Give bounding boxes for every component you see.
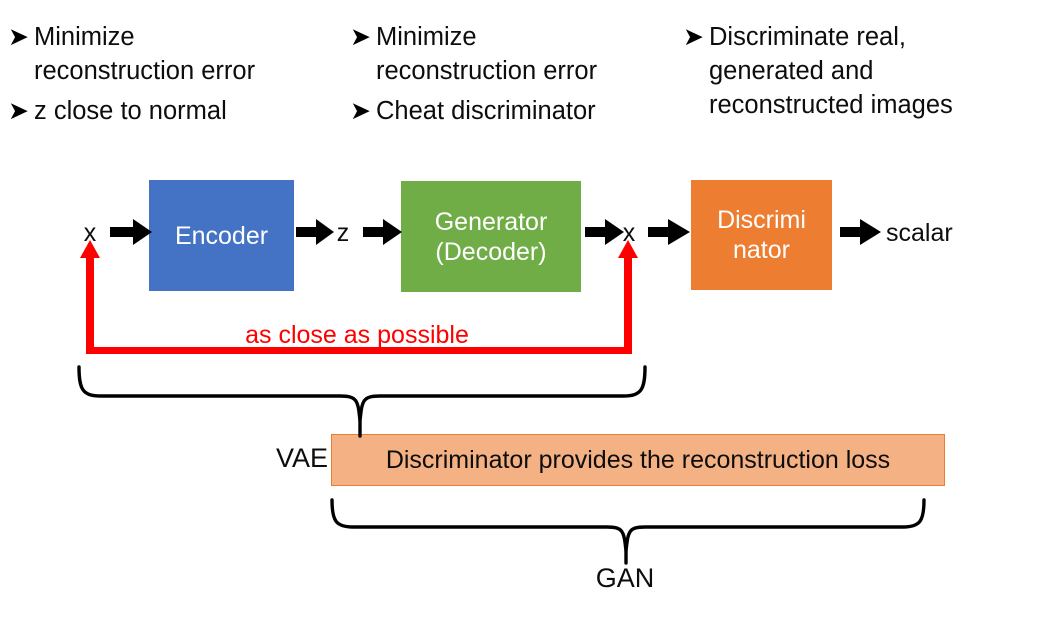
- vae-brace: [77, 365, 647, 438]
- bullet-arrow-icon: ➤: [8, 22, 29, 51]
- gan-brace: [330, 498, 926, 565]
- bullet-arrow-icon: ➤: [350, 22, 371, 51]
- flow-arrow-x-to-encoder: [110, 219, 152, 245]
- label-reconstruction-x: x: [622, 219, 636, 247]
- flow-arrow-z-to-generator: [363, 219, 402, 245]
- bullet-item: ➤ Discriminate real, generated and recon…: [683, 20, 1048, 122]
- node-discriminator[interactable]: Discrimi nator: [691, 180, 832, 290]
- bullet-item: ➤ z close to normal: [8, 94, 348, 128]
- bullet-text: z close to normal: [34, 97, 227, 125]
- flow-arrow-x-to-discriminator: [648, 219, 690, 245]
- bullet-arrow-icon: ➤: [350, 96, 371, 125]
- label-latent-z: z: [336, 219, 350, 247]
- as-close-as-possible-text: as close as possible: [245, 321, 469, 349]
- bullet-group-encoder-objectives: ➤ Minimize reconstruction error ➤ z clos…: [8, 20, 348, 134]
- scope-label-vae: VAE: [275, 443, 328, 473]
- bullet-arrow-icon: ➤: [8, 96, 29, 125]
- bullet-text: Cheat discriminator: [376, 97, 596, 125]
- node-discriminator-label: Discrimi nator: [717, 206, 806, 264]
- node-generator[interactable]: Generator (Decoder): [401, 181, 581, 292]
- bullet-text: Minimize reconstruction error: [34, 23, 256, 85]
- bullet-item: ➤ Cheat discriminator: [350, 94, 690, 128]
- bullet-text: Minimize reconstruction error: [376, 23, 598, 85]
- loss-bar-label: Discriminator provides the reconstructio…: [385, 446, 891, 474]
- scope-label-gan: GAN: [595, 563, 655, 593]
- red-annotation-text: as close as possible: [0, 321, 1048, 349]
- label-output-scalar: scalar: [886, 219, 953, 247]
- node-generator-label: Generator (Decoder): [434, 207, 548, 266]
- bullet-item: ➤ Minimize reconstruction error: [350, 20, 690, 88]
- node-encoder[interactable]: Encoder: [149, 180, 294, 291]
- flow-arrow-discriminator-to-scalar: [840, 219, 881, 245]
- bullet-text: Discriminate real, generated and reconst…: [709, 23, 953, 119]
- bullet-group-discriminator-objectives: ➤ Discriminate real, generated and recon…: [683, 20, 1048, 128]
- bullet-item: ➤ Minimize reconstruction error: [8, 20, 348, 88]
- node-encoder-label: Encoder: [174, 221, 269, 250]
- loss-bar[interactable]: Discriminator provides the reconstructio…: [331, 434, 945, 486]
- bullet-group-generator-objectives: ➤ Minimize reconstruction error ➤ Cheat …: [350, 20, 690, 134]
- label-input-x: x: [83, 219, 97, 247]
- flow-arrow-encoder-to-z: [296, 219, 334, 245]
- bullet-arrow-icon: ➤: [683, 22, 704, 51]
